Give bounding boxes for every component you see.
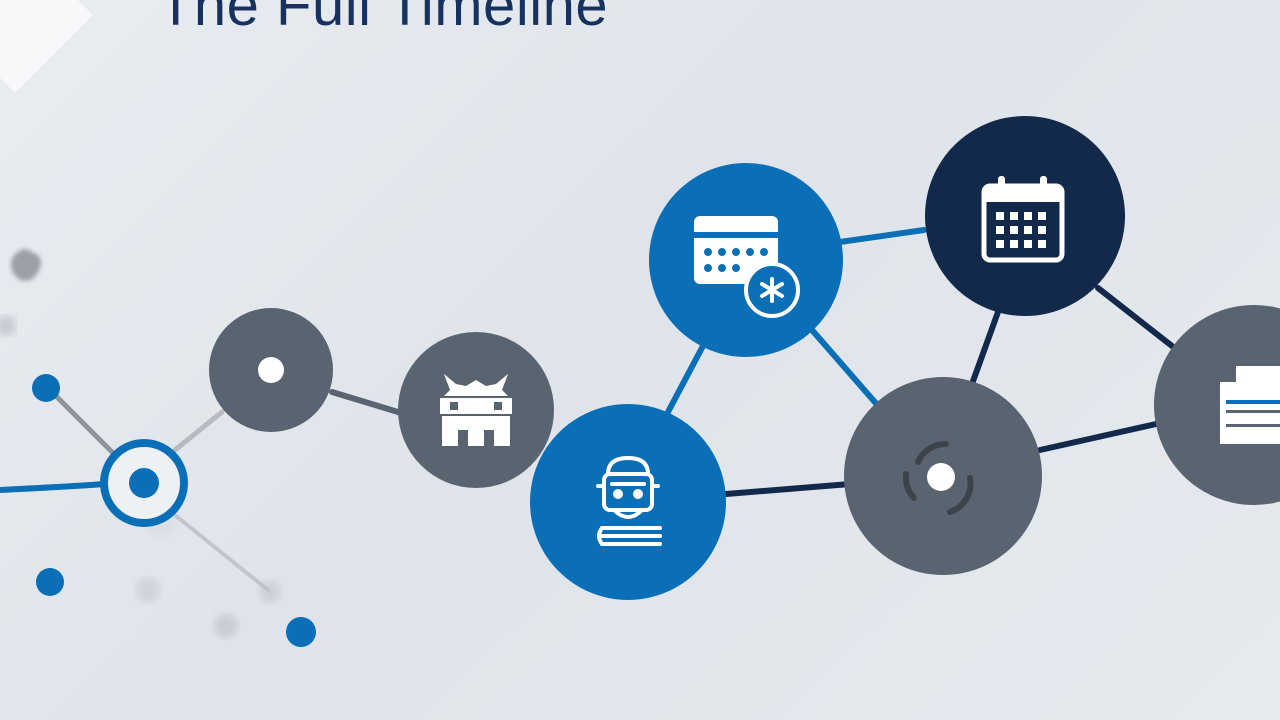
dot-marker — [286, 617, 316, 647]
document-tray-icon — [1220, 366, 1280, 444]
cycle-icon — [902, 440, 974, 515]
calendar-icon — [981, 176, 1065, 263]
robot-book-icon — [596, 456, 662, 546]
target-icon — [129, 468, 159, 498]
small-dots — [32, 374, 316, 647]
timeline-node — [925, 116, 1125, 316]
origin-node — [100, 439, 188, 527]
timeline-node — [649, 163, 843, 357]
timeline-node — [1154, 305, 1280, 505]
page-title: The Full Timeline — [158, 0, 609, 38]
timeline-node — [209, 308, 333, 432]
dot-marker — [32, 374, 60, 402]
calendar-badge-icon — [694, 216, 800, 318]
dot-marker — [36, 568, 64, 596]
connector-lines — [0, 227, 1175, 592]
timeline-node — [844, 377, 1042, 575]
timeline-node — [530, 404, 726, 600]
castle-gate-icon — [440, 374, 512, 446]
timeline-node — [398, 332, 554, 488]
circle-dot-icon — [258, 357, 284, 383]
